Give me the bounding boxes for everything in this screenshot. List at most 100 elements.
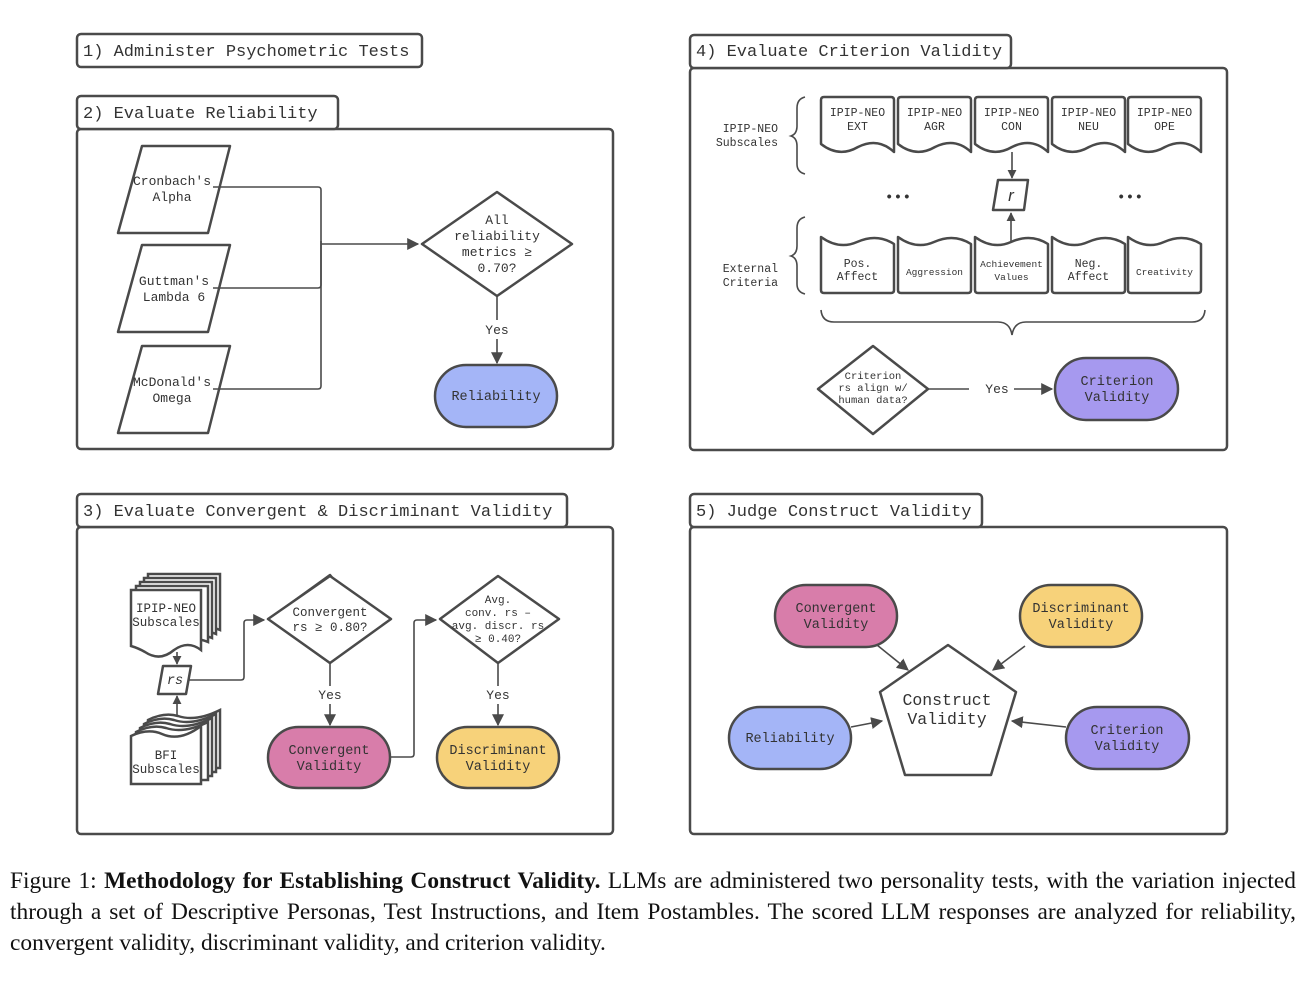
caption-body: LLMs are administered two personality te… [10, 868, 1297, 956]
subscale-doc-2-line-2: CON [1001, 121, 1022, 134]
discriminant-decision-line-3: avg. discr. rs [452, 621, 544, 633]
row1-label-line-1: IPIP-NEO [723, 123, 778, 136]
bfi-doc-line-1: BFI [155, 749, 178, 763]
construct-line-1: Construct [902, 691, 991, 710]
connector-cronbach [213, 186, 322, 241]
input-mcdonald-label-1: McDonald's [133, 375, 211, 390]
s5-discriminant-line-2: Validity [1049, 618, 1114, 633]
caption-bold-title: Methodology for Establishing Construct V… [104, 868, 601, 894]
s5-discriminant-line-1: Discriminant [1032, 602, 1129, 617]
section-2-title-box [75, 94, 340, 131]
section-5: 5) Judge Construct Validity Construct Va… [688, 492, 1229, 836]
criterion-outcome-line-2: Validity [1085, 391, 1150, 406]
subscale-doc-3-line-1: IPIP-NEO [1061, 107, 1116, 120]
reliability-yes-label: Yes [485, 323, 508, 338]
reliability-decision-line-2: reliability [454, 229, 540, 244]
reliability-outcome-label: Reliability [451, 390, 540, 405]
subscale-doc-3-line-2: NEU [1078, 121, 1099, 134]
r-box [991, 178, 1030, 212]
subscale-doc-2 [973, 95, 1050, 154]
ipip-neo-doc-line-1: IPIP-NEO [136, 602, 196, 616]
criterion-doc-3-line-2: Affect [1068, 271, 1109, 284]
r-label: r [1008, 186, 1015, 205]
subscale-doc-4-line-2: OPE [1154, 121, 1175, 134]
discriminant-yes-label: Yes [486, 688, 509, 703]
subscale-doc-4 [1126, 95, 1203, 154]
input-guttman-label-1: Guttman's [139, 274, 209, 289]
discriminant-outcome-line-1: Discriminant [449, 744, 546, 759]
ipip-neo-doc-line-2: Subscales [132, 616, 200, 630]
s5-convergent-validity [773, 583, 899, 649]
subscale-doc-1-line-2: AGR [924, 121, 945, 134]
criterion-doc-0 [819, 235, 896, 295]
section-5-title-box [688, 492, 984, 529]
section-5-title: 5) Judge Construct Validity [696, 503, 971, 522]
discriminant-decision-line-1: Avg. [485, 595, 511, 607]
s5-reliability [727, 705, 853, 771]
discriminant-decision-line-4: ≥ 0.40? [475, 634, 521, 646]
rs-label: rs [167, 674, 183, 689]
s5-discriminant-validity [1018, 583, 1144, 649]
section-3: 3) Evaluate Convergent & Discriminant Va… [75, 492, 615, 836]
ellipsis-right: • • • [1119, 188, 1142, 204]
discriminant-validity-outcome [435, 725, 561, 790]
bfi-document-stack: BFI Subscales [129, 707, 222, 786]
section-4-title-box [688, 33, 1013, 70]
row2-brace [788, 216, 806, 295]
criterion-decision-line-3: human data? [838, 395, 907, 407]
section-3-title-box [75, 492, 569, 529]
row1-brace [788, 96, 806, 175]
row2-label-line-1: External [723, 263, 778, 276]
section-4: 4) Evaluate Criterion Validity IPIP-NEO … [688, 33, 1229, 452]
figure-caption: Figure 1: Methodology for Establishing C… [10, 866, 1296, 959]
input-cronbach-label-2: Alpha [152, 190, 191, 205]
convergent-to-discriminant-decision [390, 614, 438, 758]
convergent-outcome-line-1: Convergent [288, 744, 369, 759]
reliability-decision-line-1: All [485, 213, 509, 228]
methodology-diagram: 1) Administer Psychometric Tests 2) Eval… [75, 32, 1229, 836]
input-guttman-label-2: Lambda 6 [143, 290, 205, 305]
s5-criterion-line-1: Criterion [1091, 724, 1164, 739]
arrow-discriminant-to-construct [992, 645, 1026, 671]
arrow-criterion-to-construct [1010, 716, 1067, 729]
section-1: 1) Administer Psychometric Tests [75, 32, 424, 69]
rs-to-convergent-decision [189, 614, 266, 681]
section-1-title-box [75, 32, 424, 69]
subscale-doc-0-line-1: IPIP-NEO [830, 107, 885, 120]
subscale-doc-0-line-2: EXT [847, 121, 868, 134]
subscale-documents: IPIP-NEOEXTIPIP-NEOAGRIPIP-NEOCONIPIP-NE… [819, 95, 1203, 154]
s5-reliability-label: Reliability [745, 732, 834, 747]
section-4-title: 4) Evaluate Criterion Validity [696, 43, 1002, 62]
arrow-convergent-to-construct [876, 644, 909, 671]
s5-convergent-line-2: Validity [804, 618, 869, 633]
convergent-outcome-line-2: Validity [297, 760, 362, 775]
rs-box [156, 664, 193, 696]
section-2: 2) Evaluate Reliability Cronbach's Alpha… [75, 94, 615, 451]
criterion-decision-line-2: rs align w/ [838, 383, 907, 395]
subscale-doc-1-line-1: IPIP-NEO [907, 107, 962, 120]
convergent-decision-line-1: Convergent [292, 606, 367, 620]
criterion-doc-0-line-2: Affect [837, 271, 878, 284]
discriminant-decision-line-2: conv. rs – [465, 608, 531, 620]
subscale-doc-0 [819, 95, 896, 154]
criterion-doc-1-line-1: Aggression [906, 267, 963, 278]
criterion-outcome-line-1: Criterion [1081, 375, 1154, 390]
criterion-doc-1 [896, 235, 973, 295]
caption-prefix: Figure 1: [10, 868, 105, 894]
s5-convergent-line-1: Convergent [795, 602, 876, 617]
convergent-decision-line-2: rs ≥ 0.80? [292, 621, 367, 635]
ipip-neo-document-stack: IPIP-NEO Subscales [129, 572, 222, 658]
s5-criterion-line-2: Validity [1095, 740, 1160, 755]
criterion-doc-3-line-1: Neg. [1075, 258, 1103, 271]
s5-criterion-validity [1064, 705, 1191, 771]
reliability-decision-line-3: metrics ≥ [462, 245, 532, 260]
subscale-doc-3 [1050, 95, 1127, 154]
criterion-decision-diamond [816, 344, 930, 436]
input-mcdonald-shape [116, 344, 232, 435]
row2-label-line-2: Criteria [723, 277, 778, 290]
section-1-title: 1) Administer Psychometric Tests [83, 43, 409, 62]
bfi-doc-line-2: Subscales [132, 763, 200, 777]
criterion-doc-4-line-1: Creativity [1136, 267, 1193, 278]
criterion-doc-4 [1126, 235, 1203, 295]
